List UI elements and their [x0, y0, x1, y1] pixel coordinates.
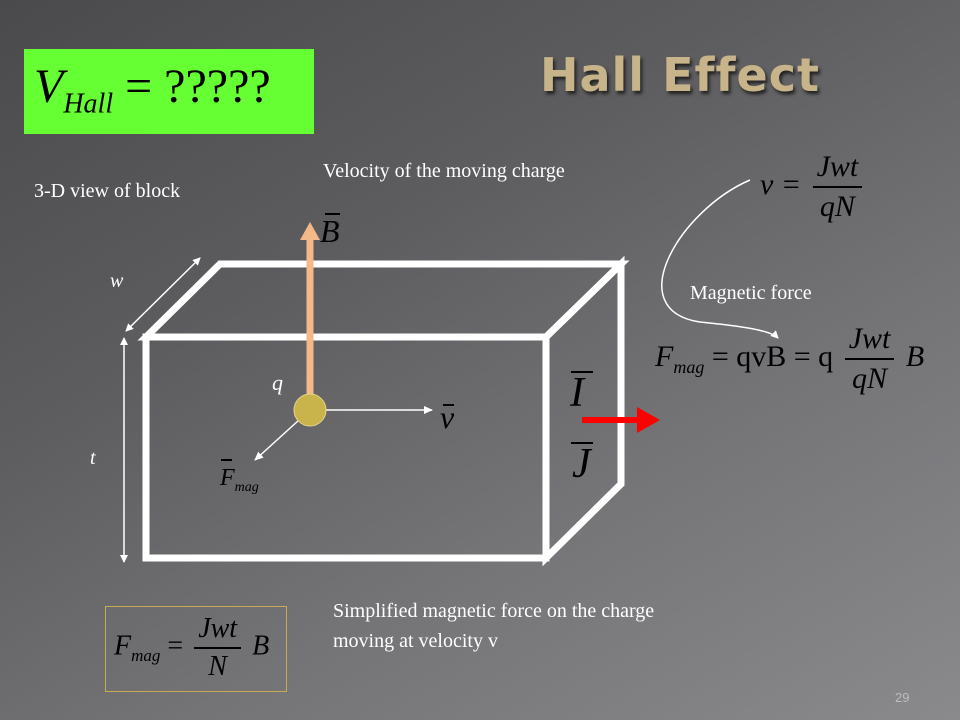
simplified-eq-lhs: F — [114, 630, 132, 662]
pointer-curve — [661, 179, 779, 339]
force-eq-rhs: B — [905, 339, 925, 373]
t-label: t — [90, 447, 96, 469]
force-eq-denominator: qN — [852, 362, 888, 395]
page-number: 29 — [895, 690, 910, 705]
fmag-label: Fmag — [219, 465, 259, 495]
b-label: B — [320, 213, 340, 249]
velocity-eq-numerator: Jwt — [812, 150, 863, 188]
vhall-equation-box: VHall = ????? — [24, 49, 314, 134]
simplified-eq-fraction: Jwt N — [194, 613, 242, 683]
simplified-eq-subscript: mag — [131, 646, 161, 666]
vhall-equation: VHall = ????? — [34, 59, 271, 121]
simplified-label-line1: Simplified magnetic force on the charge — [333, 600, 655, 622]
magnetic-force-label: Magnetic force — [690, 282, 812, 304]
q-label: q — [272, 370, 283, 395]
velocity-label: Velocity of the moving charge — [323, 160, 565, 182]
velocity-eq-denominator: qN — [819, 190, 855, 223]
simplified-eq-rhs: B — [252, 630, 270, 662]
simplified-eq-numerator: Jwt — [194, 613, 242, 649]
fmag-letter: F — [219, 465, 235, 491]
vhall-subscript: Hall — [63, 88, 114, 120]
simplified-label-line2: moving at velocity v — [333, 630, 498, 652]
velocity-equation: v = Jwt qN — [760, 150, 866, 224]
i-label: I — [569, 370, 586, 416]
block-front-face — [142, 333, 550, 562]
block — [137, 255, 630, 567]
force-equation: Fmag = qvB = q Jwt qN B — [655, 322, 924, 396]
simplified-formula-box: Fmag = Jwt N B — [105, 606, 287, 692]
force-eq-fraction: Jwt qN — [844, 322, 895, 396]
vhall-lhs: V — [34, 60, 64, 113]
slide-title: Hall Effect — [540, 48, 820, 102]
current-arrowhead — [637, 407, 660, 433]
v-label: v — [440, 399, 455, 435]
simplified-eq-denominator: N — [208, 651, 227, 682]
w-dimension-arrow — [125, 257, 201, 332]
block-top-face — [137, 260, 630, 341]
velocity-eq-lhs: v = — [760, 167, 802, 201]
j-label: J — [572, 441, 593, 487]
force-eq-subscript: mag — [673, 356, 705, 377]
force-eq-mid: = qvB = q — [711, 339, 834, 373]
force-eq-lhs: F — [655, 339, 674, 373]
simplified-eq-mid: = — [167, 630, 184, 662]
force-eq-numerator: Jwt — [844, 322, 895, 360]
fmag-subscript: mag — [235, 480, 259, 495]
vhall-rhs: = ????? — [125, 60, 271, 113]
b-field-arrowhead — [300, 222, 320, 240]
charge — [293, 393, 327, 427]
simplified-equation: Fmag = Jwt N B — [114, 613, 269, 683]
velocity-eq-fraction: Jwt qN — [812, 150, 863, 224]
block-view-label: 3-D view of block — [34, 180, 181, 202]
w-label: w — [110, 270, 124, 292]
